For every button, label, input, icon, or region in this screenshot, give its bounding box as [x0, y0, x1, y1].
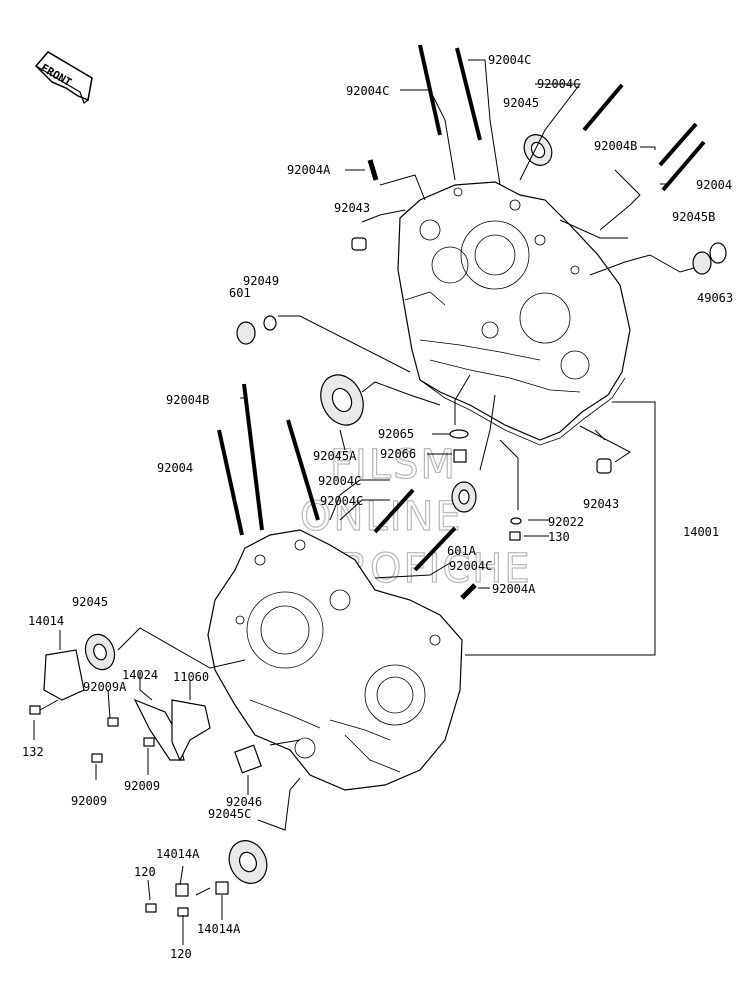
upper-crankcase-half — [397, 181, 631, 446]
label-92066: 92066 — [380, 447, 416, 461]
lower-crankcase-half — [207, 529, 463, 791]
label-92004B-top: 92004B — [594, 139, 637, 153]
watermark-line-2: ONLINE — [300, 494, 463, 540]
label-92045-top: 92045 — [503, 96, 539, 110]
label-601: 601 — [229, 286, 251, 300]
label-92009A: 92009A — [83, 680, 127, 694]
label-92004C-1: 92004C — [346, 84, 389, 98]
label-601A: 601A — [447, 544, 477, 558]
label-92045B: 92045B — [672, 210, 715, 224]
label-14024: 14024 — [122, 668, 158, 682]
label-92045-left: 92045 — [72, 595, 108, 609]
label-120-2: 120 — [170, 947, 192, 961]
label-14001: 14001 — [683, 525, 719, 539]
label-130: 130 — [548, 530, 570, 544]
label-92065: 92065 — [378, 427, 414, 441]
label-14014A-2: 14014A — [197, 922, 241, 936]
studs — [217, 44, 706, 600]
label-92004C-4: 92004C — [318, 474, 361, 488]
watermark-line-1: FILSM — [330, 442, 457, 488]
label-92004B-mid: 92004B — [166, 393, 209, 407]
label-92022: 92022 — [548, 515, 584, 529]
label-120-1: 120 — [134, 865, 156, 879]
label-92045C: 92045C — [208, 807, 251, 821]
part-labels: 92004C 92004C 92004C 92045 92004B 92004A… — [22, 53, 733, 961]
label-92004A-top: 92004A — [287, 163, 331, 177]
label-14014: 14014 — [28, 614, 64, 628]
label-92004-top: 92004 — [696, 178, 732, 192]
label-92004A-mid: 92004A — [492, 582, 536, 596]
label-132: 132 — [22, 745, 44, 759]
front-arrow-icon: FRONT — [34, 51, 93, 104]
bearings — [29, 134, 727, 917]
label-14014A-1: 14014A — [156, 847, 200, 861]
label-92004C-6: 92004C — [449, 559, 492, 573]
label-92004C-5: 92004C — [320, 494, 363, 508]
leader-lines — [33, 59, 695, 945]
label-92043-top: 92043 — [334, 201, 370, 215]
label-92009-1: 92009 — [124, 779, 160, 793]
label-92049: 92049 — [243, 274, 279, 288]
label-92004-mid: 92004 — [157, 461, 193, 475]
label-92004C-3: 92004C — [537, 77, 580, 91]
label-92009-2: 92009 — [71, 794, 107, 808]
label-92004C-2: 92004C — [488, 53, 531, 67]
label-92045A: 92045A — [313, 449, 357, 463]
label-92046: 92046 — [226, 795, 262, 809]
label-49063: 49063 — [697, 291, 733, 305]
label-11060: 11060 — [173, 670, 209, 684]
label-92043-mid: 92043 — [583, 497, 619, 511]
